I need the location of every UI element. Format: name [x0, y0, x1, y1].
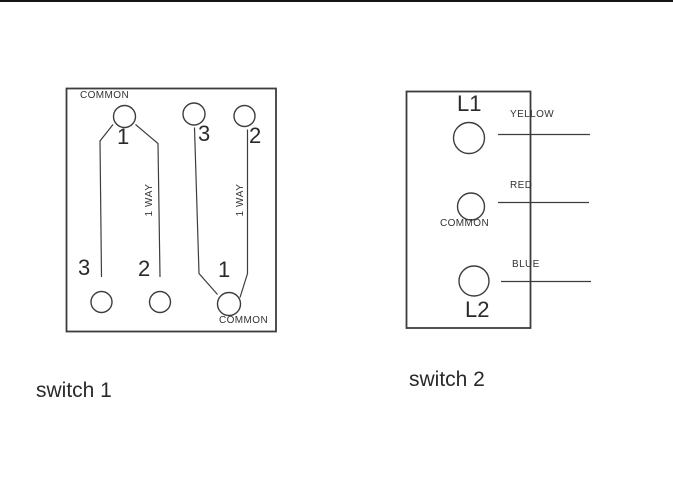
s2-common-label: COMMON [440, 217, 490, 229]
switch2-caption: switch 2 [409, 368, 485, 391]
s2-l1-label: L1 [457, 91, 482, 116]
s1-top-terminal2-number: 2 [249, 122, 262, 148]
s1-one-way-label-left: 1 WAY [143, 183, 155, 217]
s1-bottom-common-label: COMMON [219, 315, 269, 326]
switch1-caption: switch 1 [36, 379, 112, 402]
s2-yellow-wire-label: YELLOW [510, 109, 555, 120]
terminal-s1-bottom-2 [148, 290, 172, 314]
wire-top2-to-bottomcommon [239, 129, 249, 298]
terminal-s1-top-2 [233, 104, 256, 128]
wire-top3-to-bottomcommon [193, 127, 218, 295]
s2-blue-wire-label: BLUE [512, 259, 540, 270]
top-border-line [0, 0, 673, 2]
s2-l2-label: L2 [465, 297, 490, 322]
s1-top-common-number: 1 [117, 124, 130, 149]
s1-bottom-terminal3-number: 3 [78, 255, 91, 280]
terminal-s1-top-3 [182, 102, 206, 126]
s2-red-wire-label: RED [510, 180, 533, 191]
terminal-s1-bottom-common [216, 291, 242, 317]
s1-bottom-common-number: 1 [218, 257, 231, 282]
s1-bottom-terminal2-number: 2 [138, 256, 151, 281]
s1-one-way-label-right: 1 WAY [234, 183, 246, 217]
switch1-box [65, 87, 277, 333]
switch2-box [405, 90, 532, 329]
wire-topcommon-to-bottom3 [99, 124, 114, 278]
s1-top-terminal3-number: 3 [198, 121, 211, 146]
terminal-s1-bottom-3 [90, 290, 113, 314]
s1-top-common-label: COMMON [80, 89, 130, 101]
terminal-s2-common [456, 192, 486, 221]
terminal-s1-top-common [112, 104, 137, 129]
wire-topcommon-to-bottom2 [135, 124, 161, 278]
terminal-s2-l1 [452, 121, 486, 155]
terminal-s2-l2 [458, 265, 490, 297]
